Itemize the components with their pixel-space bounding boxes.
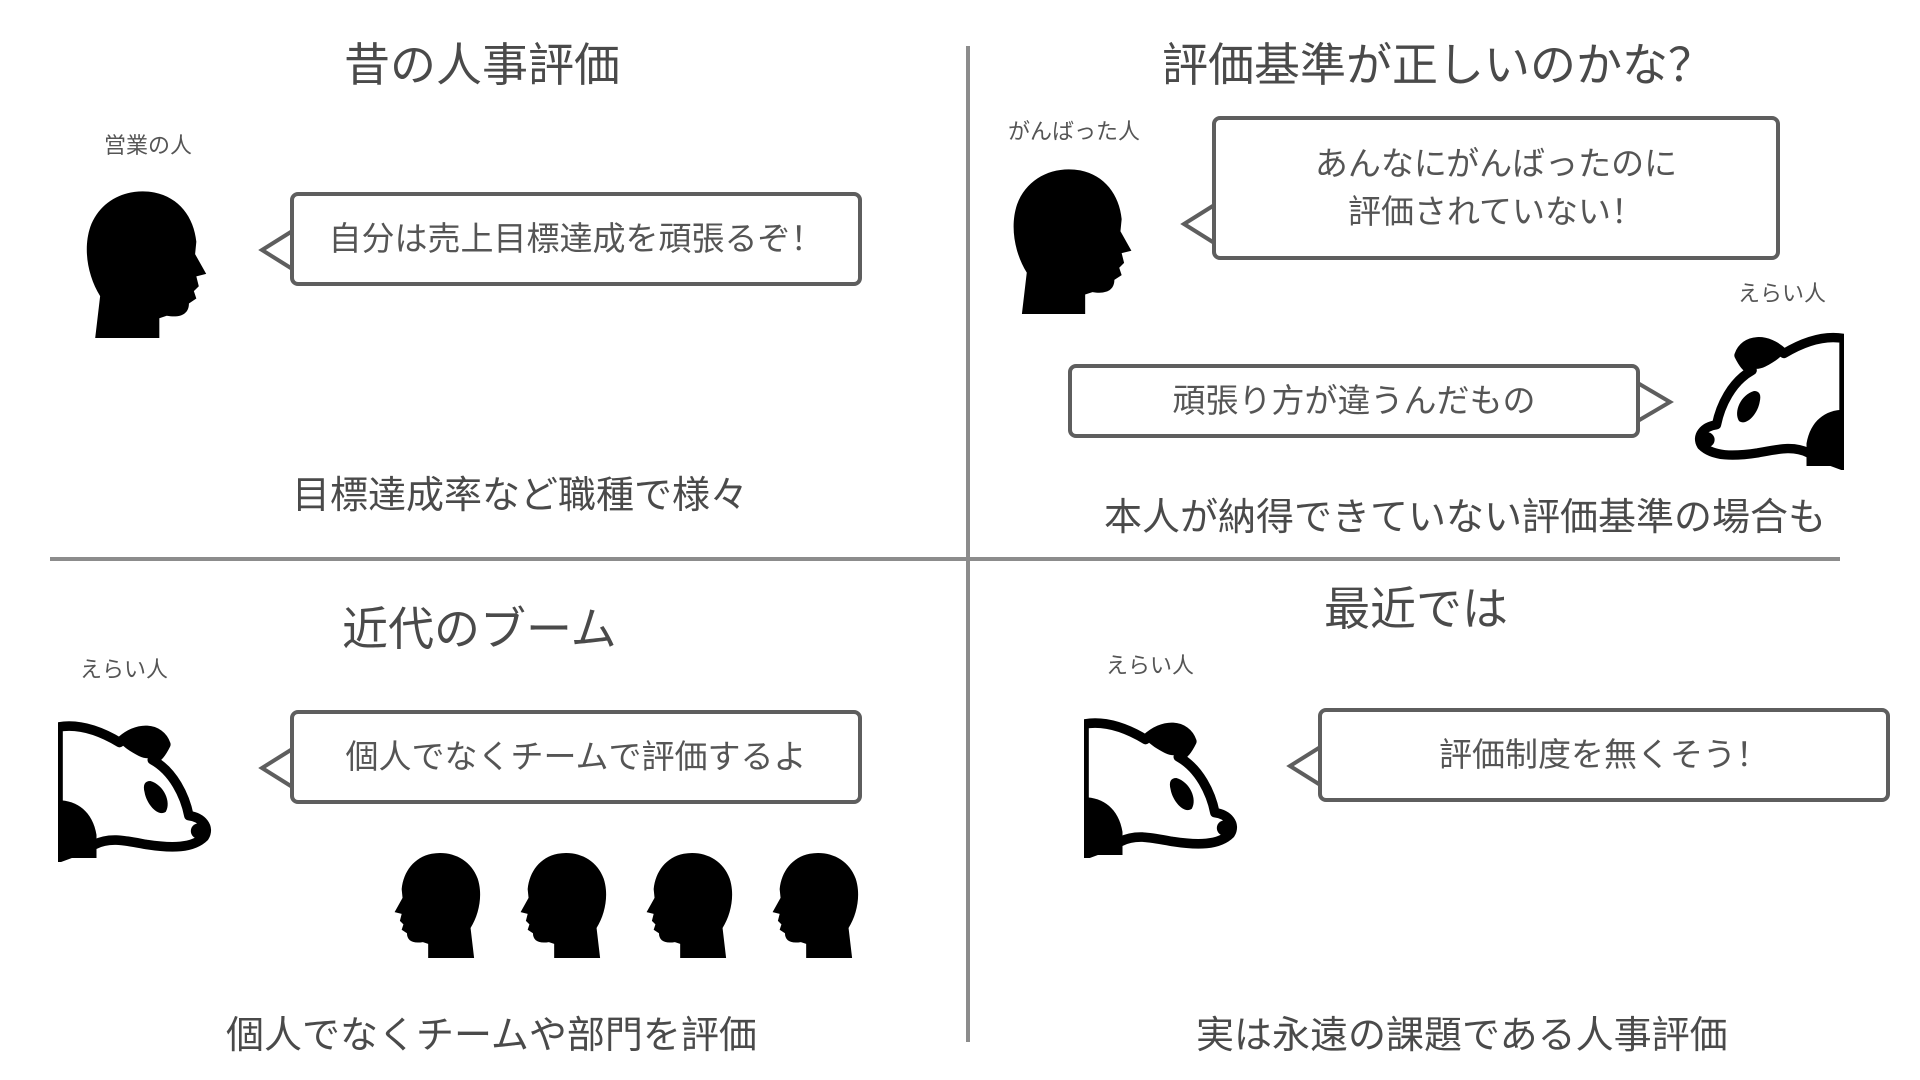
panda-icon bbox=[58, 700, 212, 862]
q2-person-speech-bubble: あんなにがんばったのに 評価されていない！ bbox=[1212, 116, 1780, 260]
q4-caption: 実は永遠の課題である人事評価 bbox=[1196, 1013, 1728, 1057]
vertical-divider bbox=[966, 46, 970, 1042]
head-silhouette-icon bbox=[518, 852, 608, 958]
panda-icon bbox=[1694, 312, 1844, 470]
q2-boss-speech-bubble: 頑張り方が違うんだもの bbox=[1068, 364, 1640, 438]
q4-title: 最近では bbox=[1324, 582, 1508, 636]
horizontal-divider bbox=[50, 557, 1840, 561]
head-silhouette-icon bbox=[84, 190, 210, 338]
head-silhouette-icon bbox=[770, 852, 860, 958]
q1-person-label: 営業の人 bbox=[104, 134, 193, 159]
q4-bubble-tail bbox=[1286, 744, 1324, 788]
q2-boss-label: えらい人 bbox=[1738, 282, 1827, 307]
q1-speech-bubble: 自分は売上目標達成を頑張るぞ！ bbox=[290, 192, 862, 286]
q1-bubble-tail bbox=[258, 228, 296, 272]
q4-boss-label: えらい人 bbox=[1106, 654, 1195, 679]
q3-caption: 個人でなくチームや部門を評価 bbox=[226, 1013, 757, 1057]
panda-icon bbox=[1084, 698, 1238, 858]
q1-title: 昔の人事評価 bbox=[344, 38, 620, 92]
q2-caption: 本人が納得できていない評価基準の場合も bbox=[1104, 495, 1827, 539]
q2-title: 評価基準が正しいのかな？ bbox=[1162, 38, 1714, 92]
q1-caption: 目標達成率など職種で様々 bbox=[292, 473, 749, 517]
q2-person-label: がんばった人 bbox=[1008, 120, 1141, 145]
team-heads-icon bbox=[392, 852, 862, 958]
q3-boss-label: えらい人 bbox=[80, 658, 169, 683]
q3-bubble-tail bbox=[258, 746, 296, 790]
head-silhouette-icon bbox=[644, 852, 734, 958]
q2-person-bubble-tail bbox=[1180, 202, 1218, 246]
q3-title: 近代のブーム bbox=[342, 602, 617, 656]
head-silhouette-icon bbox=[1012, 168, 1134, 314]
q3-speech-bubble: 個人でなくチームで評価するよ bbox=[290, 710, 862, 804]
q4-speech-bubble: 評価制度を無くそう！ bbox=[1318, 708, 1890, 802]
head-silhouette-icon bbox=[392, 852, 482, 958]
q2-boss-bubble-tail bbox=[1634, 380, 1674, 424]
